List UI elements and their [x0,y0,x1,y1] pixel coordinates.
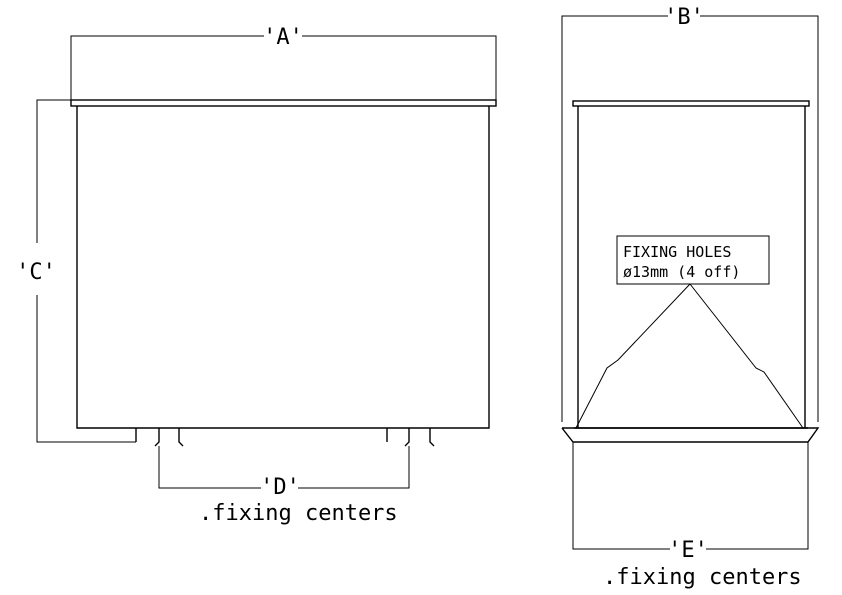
dimension-a-label: 'A' [263,25,303,50]
front-body [76,106,490,429]
side-view: 'B' FIXING HOLES ø13mm (4 off) 'E' .fixi… [561,5,820,590]
fixing-holes-note-line1: FIXING HOLES [623,243,731,261]
fixing-holes-leader [575,283,804,429]
dimension-d-label: 'D' [260,475,300,500]
front-fixing-feet [135,428,435,447]
dimension-e-label: 'E' [668,538,708,563]
dimension-c-label: 'C' [16,260,56,285]
dimension-e: 'E' [572,442,809,563]
dimension-a: 'A' [70,25,497,100]
side-top-flange [572,100,810,107]
fixing-holes-note-box [616,235,770,285]
dimension-b-label: 'B' [664,5,704,30]
dimension-b: 'B' [561,5,819,422]
fixing-centers-label-front: .fixing centers [199,501,398,526]
front-view: 'A' 'C' 'D' .fixing centers [16,25,497,526]
side-base-flange [561,427,820,443]
fixing-holes-note-line2: ø13mm (4 off) [623,263,740,281]
dimension-c: 'C' [16,99,136,443]
front-top-flange [70,99,497,107]
dimension-d: 'D' [158,446,410,500]
fixing-centers-label-side: .fixing centers [603,565,802,590]
